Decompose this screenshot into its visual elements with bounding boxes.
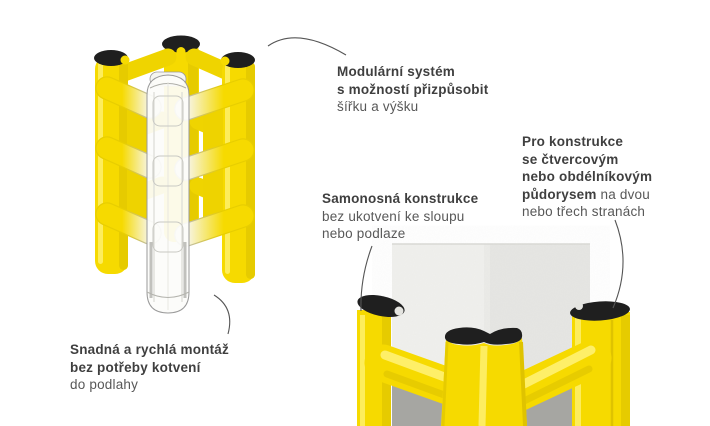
back-post-cap	[162, 35, 200, 53]
annotation-line: nebo obdélníkovým	[522, 168, 652, 186]
annotation-line: Snadná a rychlá montáž	[70, 341, 229, 359]
annotation-text: šířku a výšku	[337, 99, 419, 114]
clamp-outline	[152, 95, 184, 127]
corner-front-post	[441, 327, 527, 426]
corner-illustration	[357, 243, 630, 426]
annotation-text: na dvou	[596, 186, 650, 202]
rail-shade	[512, 365, 593, 409]
annotation-text: s možností přizpůsobit	[337, 81, 489, 97]
rail	[175, 79, 254, 120]
annotation-text: nebo podlaze	[322, 226, 406, 241]
right-post	[220, 52, 255, 283]
connector-easyinstall-line	[213, 294, 231, 335]
annotation-line: bez potřeby kotvení	[70, 359, 229, 377]
rail	[175, 205, 254, 246]
clamp-outline	[152, 221, 184, 253]
ghost-front-post	[146, 71, 190, 314]
corner-front-post-right-shade	[519, 341, 527, 426]
ghost-post-edge-strip	[149, 242, 153, 298]
annotation-line: Samonosná konstrukce	[322, 190, 478, 208]
rail	[96, 77, 161, 118]
corner-left-post-highlight	[360, 315, 365, 426]
annotation-line: šířku a výšku	[337, 98, 488, 116]
annotation-line: nebo podlaze	[322, 225, 478, 243]
annotation-line: do podlahy	[70, 376, 229, 394]
column-shadow-area	[392, 382, 586, 426]
right-post-cap-notch	[220, 56, 230, 66]
corner-rail-right	[493, 339, 612, 415]
web-plate	[203, 107, 223, 152]
ghost-post-lines	[153, 92, 183, 302]
annotation-text: nebo obdélníkovým	[522, 169, 653, 184]
corner-left-cap-notch	[394, 306, 404, 316]
ghost-post-edge-strip	[183, 242, 187, 298]
connector-lines	[213, 37, 624, 335]
corner-front-post-left-shade	[441, 341, 449, 426]
annotation-text: se čtvercovým	[522, 151, 619, 167]
left-post-cap	[94, 50, 128, 66]
corner-right-post-shade	[621, 315, 630, 426]
connector-modular-line	[267, 37, 347, 56]
annotation-constructions: Pro konstrukce se čtvercovým nebo obdélník…	[522, 133, 652, 221]
ghost-post-bottom-arc	[146, 291, 190, 298]
annotation-line: Modulární systém	[337, 63, 488, 81]
web-plate	[127, 168, 147, 221]
back-post-cap-notch	[176, 47, 186, 56]
front-rails	[95, 76, 255, 247]
annotation-easy-install: Snadná a rychlá montáž bez potřeby kotven…	[70, 341, 229, 394]
ghost-post-clamps	[152, 95, 184, 253]
rail-highlight	[511, 345, 596, 393]
annotation-text: Pro konstrukce	[522, 134, 624, 149]
annotation-self-supporting: Samonosná konstrukce bez ukotvení ke slou…	[322, 190, 478, 243]
web-plate	[203, 168, 223, 218]
annotation-text: Modulární systém	[337, 64, 455, 79]
annotation-text: do podlahy	[70, 377, 139, 392]
annotation-line: se čtvercovým	[522, 151, 652, 169]
connector-constructions-line	[612, 219, 624, 309]
annotation-text: půdorysem	[522, 186, 597, 202]
annotation-text: bez ukotvení ke sloupu	[322, 208, 465, 224]
annotation-line: bez ukotvení ke sloupu	[322, 208, 478, 226]
corner-right-cap-notch	[575, 302, 583, 310]
annotation-line: nebo třech stranách	[522, 203, 652, 221]
annotation-text: nebo třech stranách	[522, 204, 646, 219]
web-plates	[127, 107, 223, 221]
corner-right-post-cap	[570, 301, 630, 321]
corner-front-post-cap	[444, 327, 523, 345]
connector-selfsupporting-line	[360, 245, 373, 312]
rail	[96, 203, 161, 244]
left-post-cap-notch	[120, 55, 130, 65]
web-plate	[127, 108, 147, 155]
rail	[175, 139, 254, 180]
annotation-line: Pro konstrukce	[522, 133, 652, 151]
rail	[96, 137, 161, 178]
annotation-line: půdorysem na dvou	[522, 186, 652, 204]
annotation-modular-system: Modulární systém s možností přizpůsobit ší…	[337, 63, 488, 116]
right-post-cap	[221, 52, 255, 68]
annotation-text: Snadná a rychlá montáž	[70, 342, 229, 357]
annotation-text: bez potřeby kotvení	[70, 359, 201, 375]
clamp-outline	[152, 155, 184, 187]
main-illustration	[94, 35, 255, 314]
corner-front-post-edge-highlight	[478, 345, 488, 426]
corner-left-post-cap	[357, 295, 405, 317]
annotation-line: s možností přizpůsobit	[337, 81, 488, 99]
back-rail	[115, 48, 177, 82]
annotation-text: Samonosná konstrukce	[322, 191, 479, 206]
